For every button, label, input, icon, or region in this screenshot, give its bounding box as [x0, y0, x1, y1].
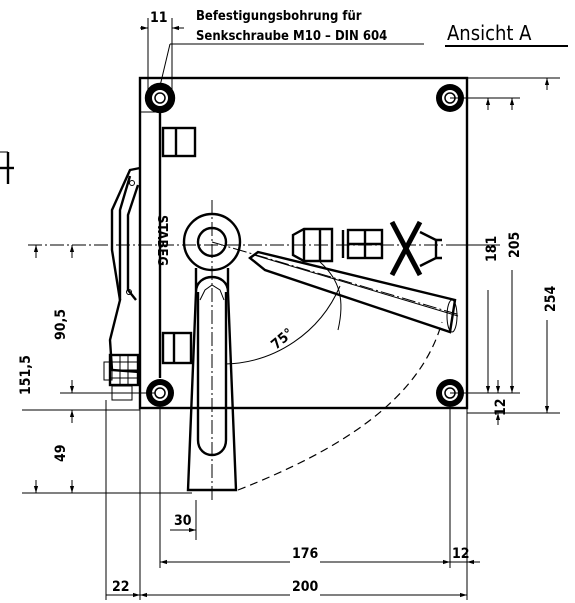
angle-label: 75° [268, 325, 297, 353]
view-title: Ansicht A [445, 21, 568, 47]
extension-lines-right [450, 77, 560, 414]
svg-text:254: 254 [543, 285, 559, 312]
svg-text:11: 11 [150, 10, 168, 26]
dim-22: 22 [106, 579, 140, 598]
svg-text:205: 205 [507, 232, 523, 258]
svg-text:12: 12 [493, 398, 509, 416]
section-marker [0, 151, 14, 184]
svg-text:151,5: 151,5 [18, 355, 34, 395]
dim-12-vertical: 12 [493, 380, 509, 425]
upper-terminal-block [161, 126, 197, 158]
svg-text:30: 30 [174, 513, 192, 529]
dim-181: 181 [484, 98, 500, 393]
extension-lines-bottom [105, 400, 468, 600]
tilted-centerline [211, 241, 461, 316]
fixing-hole-note: Befestigungsbohrung für Senkschraube M10… [159, 9, 424, 87]
dim-200: 200 [140, 579, 467, 598]
swing-arc [237, 321, 443, 491]
note-line-1: Befestigungsbohrung für [196, 9, 362, 24]
mounting-hole-top-left [144, 82, 176, 114]
dim-12-horizontal: 12 [450, 546, 480, 565]
lower-terminal-block [161, 331, 193, 365]
svg-text:181: 181 [484, 236, 500, 262]
mounting-holes [144, 82, 464, 407]
dim-176: 176 [160, 546, 450, 565]
dim-30: 30 [170, 513, 196, 533]
dim-hole-offset: 11 [140, 10, 184, 90]
symbol-fuse-block [341, 228, 384, 260]
mounting-hole-top-right [436, 84, 464, 112]
svg-text:22: 22 [112, 579, 130, 595]
extension-lines-left [22, 392, 192, 494]
note-line-2: Senkschraube M10 – DIN 604 [196, 29, 387, 44]
symbol-valve [419, 230, 442, 268]
svg-text:12: 12 [452, 546, 470, 562]
base-plate [138, 76, 469, 410]
dim-254: 254 [543, 78, 559, 413]
dim-205: 205 [507, 98, 523, 393]
lever-arm-tilted [248, 250, 459, 334]
symbol-nozzle [291, 227, 334, 263]
dim-151-5: 151,5 [18, 245, 39, 493]
svg-text:90,5: 90,5 [53, 309, 69, 340]
brand-label: STABEG [154, 215, 169, 266]
svg-text:176: 176 [292, 546, 319, 562]
dim-49: 49 [53, 410, 75, 493]
svg-text:200: 200 [292, 579, 319, 595]
dim-90-5: 90,5 [53, 245, 75, 393]
svg-text:49: 49 [53, 444, 69, 462]
side-profile [108, 166, 141, 374]
angle-arc [224, 285, 341, 365]
svg-text:Ansicht A: Ansicht A [447, 21, 532, 45]
symbol-cross [389, 220, 423, 277]
